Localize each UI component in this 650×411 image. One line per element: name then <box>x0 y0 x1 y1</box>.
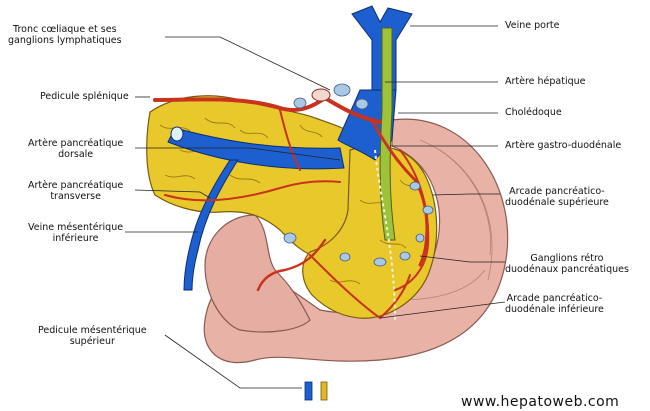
label-arcade-superieure: Arcade pancréatico- duodénale supérieure <box>505 186 609 208</box>
pancreatic-duct <box>374 149 396 321</box>
label-line: dorsale <box>58 149 94 160</box>
label-artere-gastro-duodenale: Artère gastro-duodénale <box>505 140 622 151</box>
label-line: Arcade pancréatico- <box>506 293 603 304</box>
label-artere-pancreatique-transverse: Artère pancréatique transverse <box>28 180 123 202</box>
label-line: transverse <box>50 191 101 202</box>
label-pedicule-splenique: Pedicule splénique <box>40 91 129 102</box>
label-choledoque: Cholédoque <box>505 107 562 118</box>
label-line: Artère pancréatique <box>28 180 124 191</box>
veine-mesenterique-inferieure <box>183 159 239 291</box>
label-artere-pancreatique-dorsale: Artère pancréatique dorsale <box>28 138 123 160</box>
jejunum-fold <box>204 214 311 333</box>
arteries <box>153 96 430 320</box>
label-line: duodénale supérieure <box>505 197 609 208</box>
duodenum-folds <box>399 139 493 301</box>
label-line: ganglions lymphatiques <box>8 35 122 46</box>
superior-mesenteric-vein <box>304 381 313 401</box>
label-tronc-coeliaque: Tronc cœliaque et ses ganglions lymphati… <box>8 24 122 46</box>
label-veine-porte: Veine porte <box>505 20 560 31</box>
label-pedicule-mesenterique-superieur: Pedicule mésentérique supérieur <box>38 325 147 347</box>
artere-pancreatique-transverse <box>164 180 341 202</box>
label-line: Pedicule mésentérique <box>38 325 147 336</box>
label-line: duodénale inférieure <box>505 304 604 315</box>
label-line: Artère pancréatique <box>28 138 124 149</box>
artere-pancreatique-dorsale <box>279 109 301 171</box>
arcade-inferieure <box>309 254 411 320</box>
label-ganglions-retro: Ganglions rétro duodénaux pancréatiques <box>505 253 629 275</box>
veins <box>167 5 413 401</box>
label-line: Ganglions rétro <box>530 253 604 264</box>
label-line: inférieure <box>52 233 99 244</box>
label-veine-mesenterique-inferieure: Veine mésentérique inférieure <box>28 222 123 244</box>
label-line: duodénaux pancréatiques <box>505 264 629 275</box>
tronc-coeliaque-origin <box>311 88 331 102</box>
label-line: supérieur <box>69 336 115 347</box>
duodenum <box>203 118 509 364</box>
arcade-superieure <box>394 149 430 291</box>
label-line: Veine mésentérique <box>28 222 124 233</box>
splenic-vein-cut <box>170 126 184 142</box>
superior-mesenteric-artery-branch <box>256 238 327 292</box>
superior-mesenteric-artery <box>320 381 328 401</box>
label-line: Tronc cœliaque et ses <box>13 24 117 35</box>
label-line: Arcade pancréatico- <box>509 186 605 197</box>
watermark: www.hepatoweb.com <box>461 394 620 410</box>
artere-gastro-duodenale <box>370 118 429 267</box>
choledoque <box>379 27 396 241</box>
splenic-artery <box>153 96 327 112</box>
label-artere-hepatique: Artère hépatique <box>505 76 586 87</box>
leader-lines <box>125 25 506 389</box>
artere-hepatique <box>323 96 382 124</box>
lymph-nodes <box>283 83 434 267</box>
label-arcade-inferieure: Arcade pancréatico- duodénale inférieure <box>505 293 604 315</box>
